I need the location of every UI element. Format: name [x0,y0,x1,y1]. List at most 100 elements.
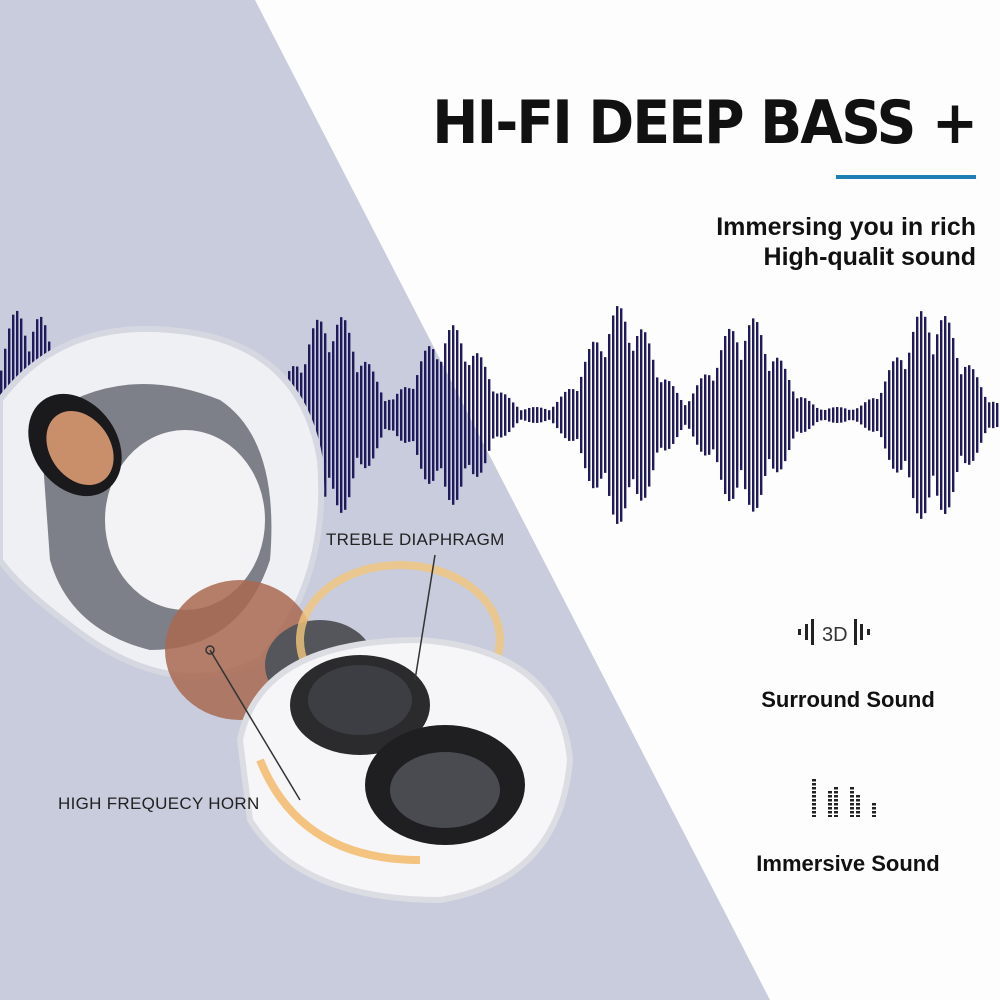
wave-bar [764,354,767,476]
wave-bar [504,394,507,436]
subtitle-line-2: High-qualit sound [763,243,976,271]
wave-bar [572,389,575,441]
wave-bar [932,354,935,476]
wave-bar [976,377,979,453]
wave-bar [612,315,615,515]
wave-bar [896,357,899,473]
wave-bar [928,332,931,498]
wave-bar [752,318,755,512]
wave-bar [696,385,699,445]
wave-bar [400,389,403,441]
wave-bar [636,335,639,495]
wave-bar [456,330,459,500]
wave-bar [744,340,747,490]
wave-bar [328,352,331,478]
wave-bar [716,367,719,463]
wave-bar [532,407,535,423]
equalizer-icon [812,773,884,822]
wave-bar [784,368,787,462]
wave-bar [780,360,783,470]
diagonal-panel [0,0,770,1000]
wave-bar [340,317,343,513]
wave-bar [824,409,827,421]
wave-bar [924,316,927,514]
wave-bar [920,311,923,519]
wave-bar [692,393,695,437]
wave-bar [312,328,315,502]
wave-bar [940,320,943,510]
wave-bar [724,335,727,495]
wave-bar [640,329,643,501]
wave-bar [548,410,551,420]
wave-bar [440,361,443,469]
wave-bar [460,343,463,487]
wave-bar [768,370,771,460]
wave-bar [324,333,327,497]
wave-bar [956,357,959,473]
wave-bar [916,316,919,514]
wave-bar [592,341,595,489]
wave-bar [536,407,539,423]
wave-bar [372,371,375,459]
wave-bar [952,337,955,493]
wave-bar [512,402,515,428]
wave-bar [644,332,647,498]
wave-bar [496,393,499,437]
wave-bar [568,389,571,441]
wave-bar [332,341,335,489]
wave-bar [624,321,627,509]
wave-bar [552,406,555,424]
wave-bar [556,401,559,429]
wave-bar [396,393,399,437]
wave-bar [756,322,759,508]
wave-bar [712,380,715,450]
wave-bar [672,386,675,444]
wave-bar [892,361,895,469]
wave-bar [420,361,423,469]
wave-bar [992,401,995,429]
callout-high-frequency-horn: HIGH FREQUECY HORN [58,794,260,813]
wave-bar [656,377,659,453]
wave-bar [364,361,367,469]
wave-bar [576,391,579,439]
wave-bar [816,407,819,423]
wave-bar [684,405,687,425]
wave-bar [360,365,363,465]
wave-bar [836,407,839,423]
wave-bar [528,407,531,423]
wave-bar [464,361,467,469]
wave-bar [844,408,847,422]
wave-bar [832,407,835,423]
wave-bar [424,350,427,480]
wave-bar [688,401,691,429]
wave-bar [468,365,471,465]
wave-bar [520,410,523,420]
wave-bar [384,401,387,429]
wave-bar [884,381,887,449]
wave-bar [988,402,991,428]
wave-bar [500,392,503,438]
wave-bar [864,402,867,428]
wave-bar [980,387,983,443]
wave-bar [872,398,875,432]
wave-bar [356,372,359,458]
wave-bar [660,382,663,448]
wave-bar [676,392,679,438]
wave-bar [720,350,723,480]
wave-bar [652,359,655,471]
wave-bar [812,404,815,426]
wave-bar [808,400,811,430]
wave-bar [788,379,791,451]
wave-bar [516,406,519,424]
wave-bar [336,324,339,506]
wave-bar [344,320,347,510]
wave-bar [964,366,967,464]
wave-bar [444,343,447,487]
wave-bar [588,349,591,481]
wave-bar [876,399,879,431]
wave-bar [412,388,415,442]
wave-bar [840,407,843,423]
callout-treble-diaphragm: TREBLE DIAPHRAGM [326,530,505,549]
headline: HI-FI DEEP BASS + [431,88,978,158]
wave-bar [388,399,391,431]
